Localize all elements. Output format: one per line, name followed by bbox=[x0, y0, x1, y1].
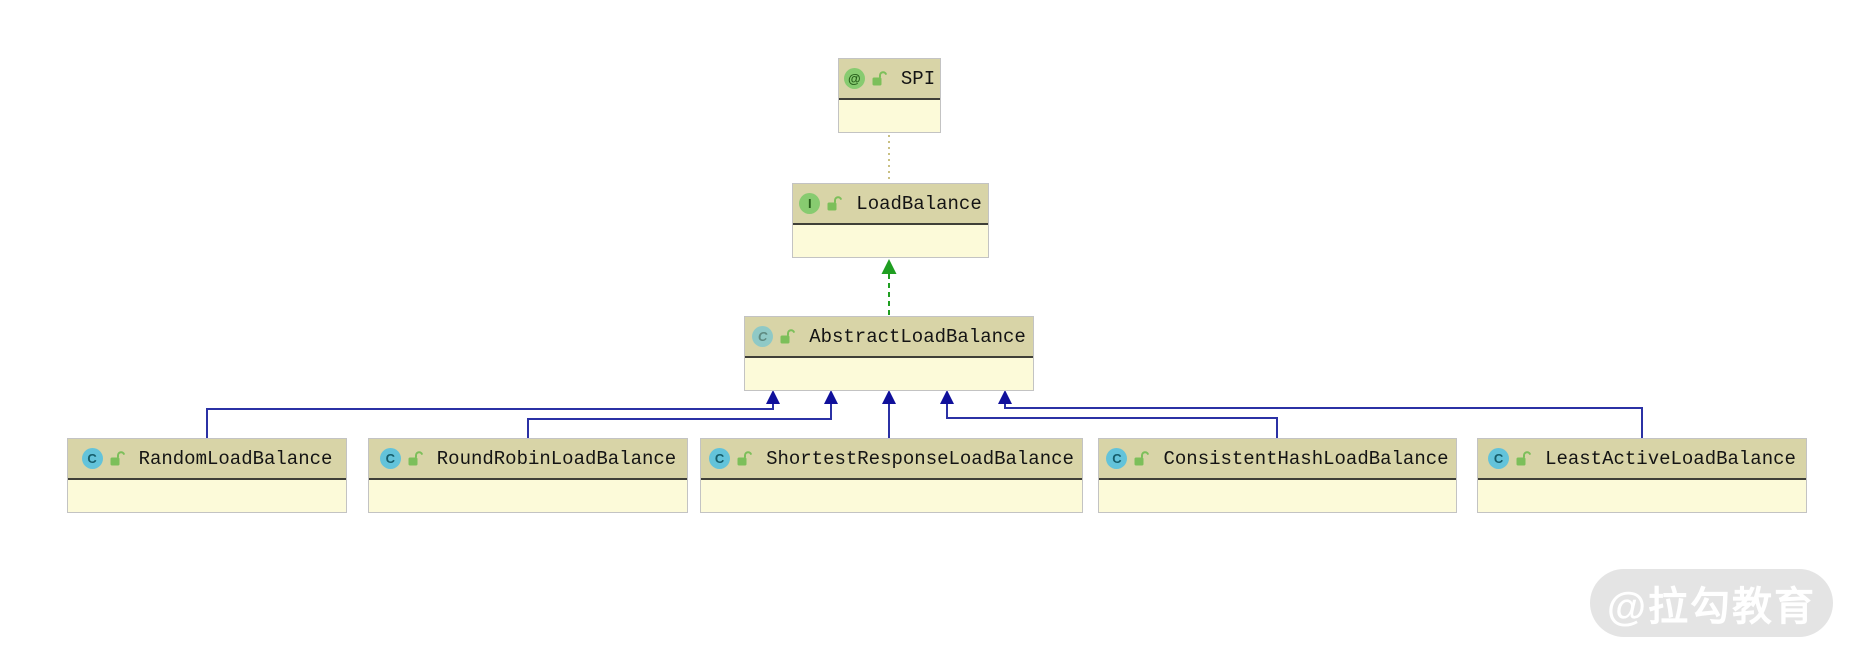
node-body bbox=[68, 480, 346, 512]
class-node-abstractloadbalance[interactable]: C AbstractLoadBalance bbox=[744, 316, 1034, 391]
node-title: ShortestResponseLoadBalance bbox=[766, 447, 1074, 470]
extends-arrowhead bbox=[940, 390, 954, 404]
annotation-icon: @ bbox=[843, 68, 865, 89]
watermark-badge: @拉勾教育 bbox=[1590, 569, 1833, 637]
class-icon: C bbox=[81, 448, 103, 469]
class-icon: C bbox=[1106, 448, 1128, 469]
node-title: RoundRobinLoadBalance bbox=[436, 447, 677, 470]
class-node-shortestresponseloadbalance[interactable]: C ShortestResponseLoadBalance bbox=[700, 438, 1083, 513]
implements-arrowhead bbox=[881, 259, 897, 274]
open-lock-icon bbox=[871, 71, 887, 86]
class-node-loadbalance[interactable]: I LoadBalance bbox=[792, 183, 989, 258]
extends-edge-random bbox=[206, 404, 774, 438]
node-title: ConsistentHashLoadBalance bbox=[1163, 447, 1449, 470]
node-body bbox=[369, 480, 687, 512]
class-node-consistenthashloadbalance[interactable]: C ConsistentHashLoadBalance bbox=[1098, 438, 1457, 513]
open-lock-icon bbox=[779, 329, 796, 344]
node-title: SPI bbox=[900, 67, 936, 90]
node-title: LoadBalance bbox=[856, 192, 982, 215]
class-node-roundrobinloadbalance[interactable]: C RoundRobinLoadBalance bbox=[368, 438, 688, 513]
node-header: C RandomLoadBalance bbox=[68, 439, 346, 480]
node-body bbox=[1478, 480, 1806, 512]
extends-arrowhead bbox=[824, 390, 838, 404]
class-node-spi[interactable]: @ SPI bbox=[838, 58, 941, 133]
node-header: C ShortestResponseLoadBalance bbox=[701, 439, 1082, 480]
node-body bbox=[701, 480, 1082, 512]
open-lock-icon bbox=[1133, 451, 1150, 466]
extends-arrowhead bbox=[766, 390, 780, 404]
extends-arrowhead bbox=[882, 390, 896, 404]
node-header: I LoadBalance bbox=[793, 184, 988, 225]
open-lock-icon bbox=[736, 451, 753, 466]
node-title: LeastActiveLoadBalance bbox=[1545, 447, 1796, 470]
extends-arrowhead bbox=[998, 390, 1012, 404]
class-node-randomloadbalance[interactable]: C RandomLoadBalance bbox=[67, 438, 347, 513]
class-icon: C bbox=[1488, 448, 1510, 469]
node-header: C AbstractLoadBalance bbox=[745, 317, 1033, 358]
node-body bbox=[793, 225, 988, 257]
class-icon: C bbox=[709, 448, 731, 469]
node-header: C LeastActiveLoadBalance bbox=[1478, 439, 1806, 480]
node-header: @ SPI bbox=[839, 59, 940, 100]
open-lock-icon bbox=[826, 196, 843, 211]
extends-edge-leastactive bbox=[1004, 404, 1643, 438]
extends-edge-consistenthash bbox=[946, 404, 1278, 438]
node-title: RandomLoadBalance bbox=[138, 447, 333, 470]
class-icon: C bbox=[379, 448, 401, 469]
node-header: C ConsistentHashLoadBalance bbox=[1099, 439, 1456, 480]
open-lock-icon bbox=[407, 451, 423, 466]
open-lock-icon bbox=[109, 451, 125, 466]
node-body bbox=[745, 358, 1033, 390]
open-lock-icon bbox=[1515, 451, 1532, 466]
node-body bbox=[1099, 480, 1456, 512]
node-title: AbstractLoadBalance bbox=[809, 325, 1026, 348]
node-body bbox=[839, 100, 940, 132]
interface-icon: I bbox=[799, 193, 821, 214]
abstract-class-icon: C bbox=[752, 326, 774, 347]
node-header: C RoundRobinLoadBalance bbox=[369, 439, 687, 480]
class-node-leastactiveloadbalance[interactable]: C LeastActiveLoadBalance bbox=[1477, 438, 1807, 513]
extends-edge-roundrobin bbox=[527, 404, 832, 438]
